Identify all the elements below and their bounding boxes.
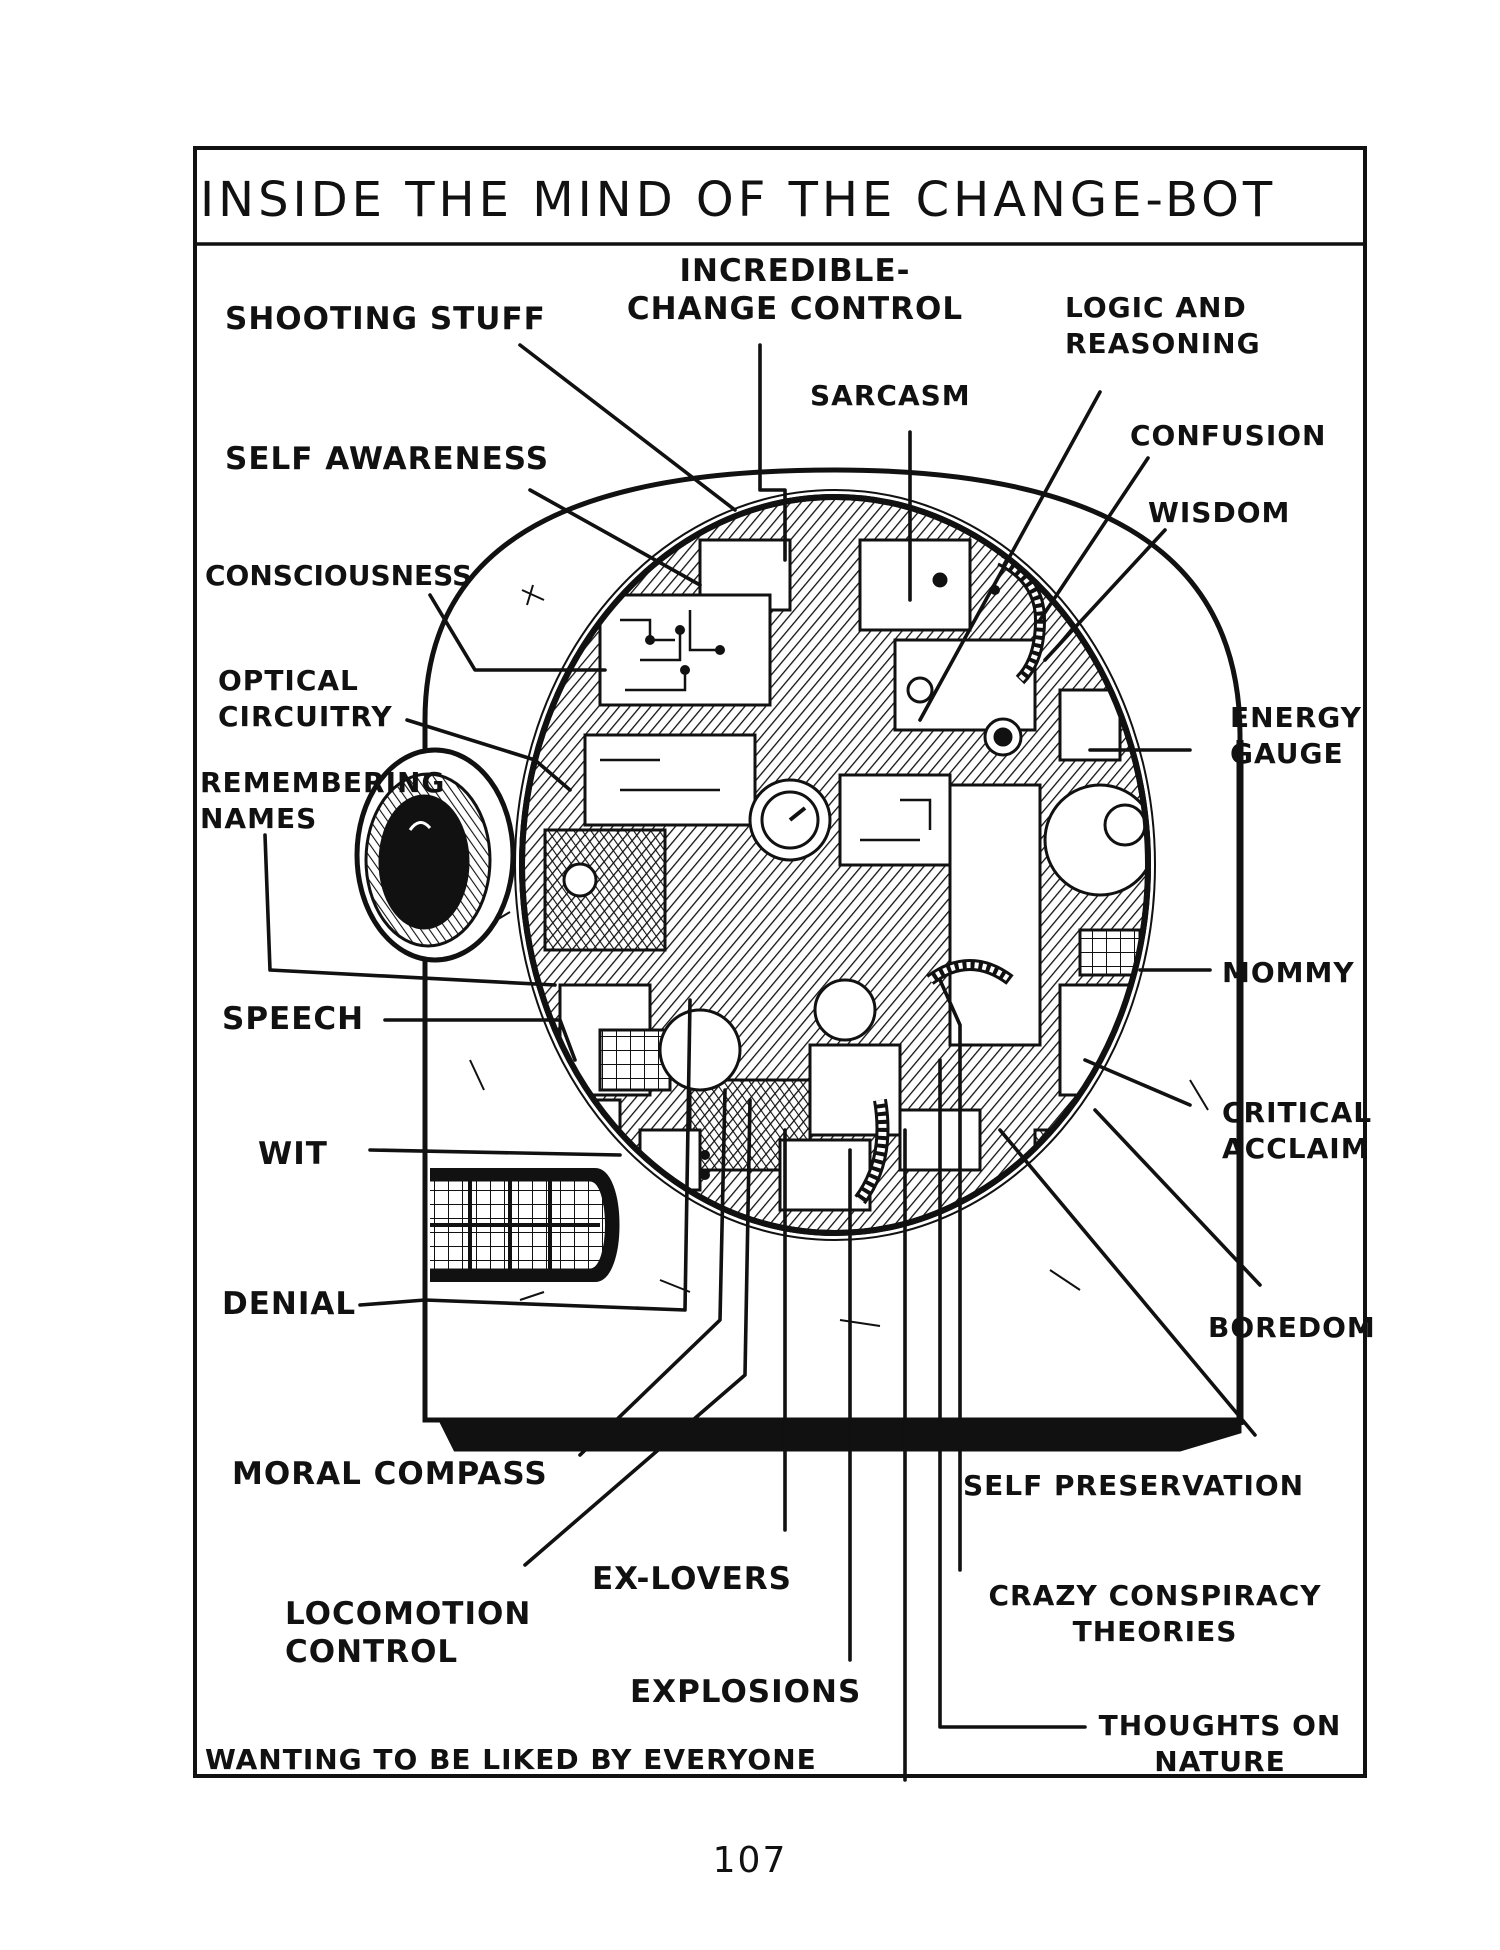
page-number: 107 xyxy=(712,1840,788,1881)
label-explosions: EXPLOSIONS xyxy=(630,1674,862,1710)
label-locomotion-control: LOCOMOTION CONTROL xyxy=(285,1596,532,1670)
label-self-preservation: SELF PRESERVATION xyxy=(963,1469,1305,1502)
panel-frame xyxy=(193,146,1367,1778)
label-mommy: MOMMY xyxy=(1222,956,1355,989)
label-wanting-to-be-liked: WANTING TO BE LIKED BY EVERYONE xyxy=(205,1743,817,1776)
label-remembering-names: REMEMBERING NAMES xyxy=(200,766,446,835)
label-denial: DENIAL xyxy=(222,1286,357,1322)
label-speech: SPEECH xyxy=(222,1001,365,1037)
label-optical-circuitry: OPTICAL CIRCUITRY xyxy=(218,664,393,733)
label-confusion: CONFUSION xyxy=(1130,419,1327,452)
leader-lines xyxy=(263,343,1262,1782)
label-thoughts-on-nature: THOUGHTS ON NATURE xyxy=(1098,1709,1342,1778)
label-moral-compass: MORAL COMPASS xyxy=(232,1456,548,1492)
label-wit: WIT xyxy=(258,1136,328,1172)
brain-cavity xyxy=(514,489,1156,1241)
label-ex-lovers: EX-LOVERS xyxy=(592,1561,792,1597)
label-energy-gauge: ENERGY GAUGE xyxy=(1230,701,1362,770)
page-title: INSIDE THE MIND OF THE CHANGE-BOT xyxy=(200,172,1277,228)
label-incredible-change-control: INCREDIBLE- CHANGE CONTROL xyxy=(626,253,964,327)
label-crazy-conspiracy-theories: CRAZY CONSPIRACY THEORIES xyxy=(988,1579,1322,1648)
label-wisdom: WISDOM xyxy=(1148,496,1291,529)
label-sarcasm: SARCASM xyxy=(810,379,971,412)
label-critical-acclaim: CRITICAL ACCLAIM xyxy=(1222,1096,1373,1165)
label-boredom: BOREDOM xyxy=(1208,1311,1376,1344)
label-shooting-stuff: SHOOTING STUFF xyxy=(225,301,546,337)
label-self-awareness: SELF AWARENESS xyxy=(225,441,550,477)
label-consciousness: CONSCIOUSNESS xyxy=(205,559,473,592)
robot-mouth xyxy=(430,1168,620,1282)
label-logic-and-reasoning: LOGIC AND REASONING xyxy=(1065,291,1261,360)
